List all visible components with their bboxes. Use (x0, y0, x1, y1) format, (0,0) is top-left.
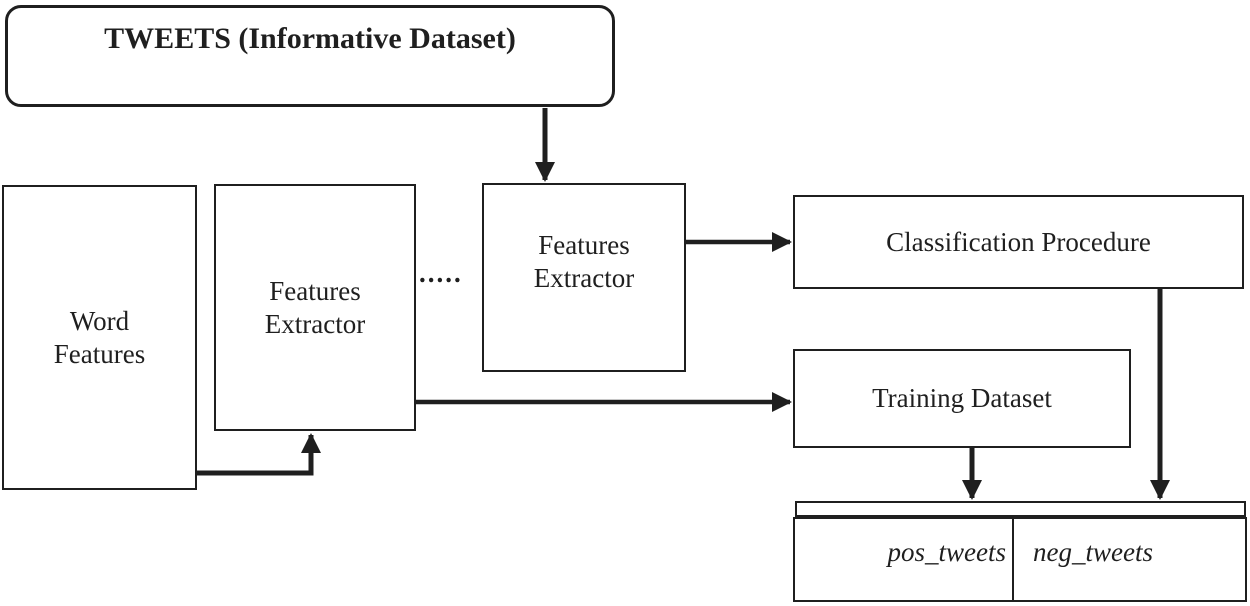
tweets-dataset-label: TWEETS (Informative Dataset) (104, 22, 516, 55)
features-extractor-left-label-line2: Extractor (264, 308, 366, 339)
features-extractor-right-label-line2: Extractor (533, 262, 635, 293)
node-tweets-dataset: TWEETS (Informative Dataset) (5, 5, 615, 107)
word-features-label-line2: Features (53, 338, 146, 369)
classification-procedure-label: Classification Procedure (886, 226, 1151, 257)
node-word-features: Word Features (2, 185, 197, 490)
training-dataset-label: Training Dataset (872, 383, 1052, 414)
node-features-extractor-right: Features Extractor (482, 183, 686, 372)
results-cell-pos-tweets: pos_tweets (795, 519, 1014, 600)
pos-tweets-label: pos_tweets (887, 537, 1007, 567)
results-table: pos_tweets neg_tweets (793, 517, 1247, 602)
node-features-extractor-left: Features Extractor (214, 184, 416, 431)
node-classification-procedure: Classification Procedure (793, 195, 1244, 289)
neg-tweets-label: neg_tweets (1033, 537, 1153, 567)
ellipsis-more-extractors: ..... (419, 258, 463, 288)
features-extractor-right-label-line1: Features (538, 229, 630, 260)
features-extractor-left-label-line1: Features (269, 275, 361, 306)
word-features-label-line1: Word (69, 305, 130, 336)
results-table-header-band (795, 501, 1246, 517)
results-cell-neg-tweets: neg_tweets (1014, 519, 1245, 600)
node-training-dataset: Training Dataset (793, 349, 1131, 448)
arrow-word-features-to-features-extractor (196, 433, 321, 476)
